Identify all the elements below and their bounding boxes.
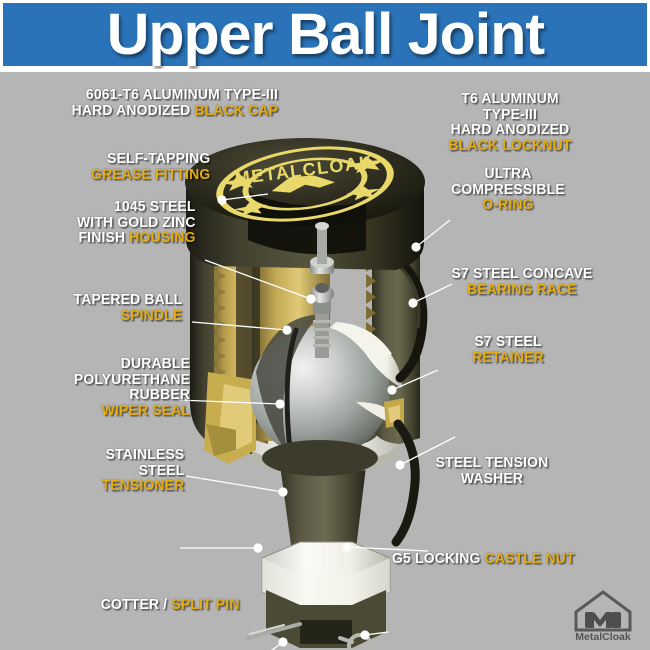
callout-line: T6 ALUMINUM (385, 91, 635, 108)
callout-line: HARD ANODIZED BLACK CAP (71, 102, 278, 120)
callout-highlight-text: BLACK CAP (194, 102, 278, 119)
callout-text: WITH GOLD ZINC (77, 214, 196, 231)
callout-text: DURABLE (120, 356, 190, 372)
callout-highlight-text: BEARING RACE (467, 281, 577, 298)
callout-line: SELF-TAPPING (91, 151, 210, 168)
callout-text: T6 ALUMINUM (461, 91, 559, 107)
callout-line: WITH GOLD ZINC (77, 214, 196, 232)
callout-line: STAINLESS (101, 447, 184, 464)
callout-line: COMPRESSIBLE (383, 181, 633, 199)
callout-highlight-text: SPINDLE (120, 307, 182, 324)
page-title: Upper Ball Joint (106, 1, 544, 67)
callout-text: SELF-TAPPING (106, 151, 210, 167)
callout-line: FINISH HOUSING (77, 230, 196, 247)
callout-text: S7 STEEL (474, 334, 542, 350)
svg-text:MetalCloak: MetalCloak (575, 631, 631, 642)
callout-line: HARD ANODIZED (385, 122, 635, 139)
callout-line: WASHER (367, 470, 617, 488)
callout-text: HARD ANODIZED (71, 102, 195, 119)
callout-text: POLYURETHANE (73, 371, 190, 388)
callout-text: STEEL (138, 462, 184, 479)
callout-line: 1045 STEEL (77, 199, 196, 216)
callout-highlight-text: SPLIT PIN (171, 597, 240, 613)
callout-line: BLACK LOCKNUT (385, 137, 635, 155)
callout-line: S7 STEEL (383, 334, 633, 351)
callout-line: WIPER SEAL (74, 402, 190, 420)
callout-highlight-text: RETAINER (472, 349, 544, 366)
callout-highlight-text: CASTLE NUT (484, 551, 575, 567)
callout-text: WASHER (460, 470, 524, 487)
callout-text: 6061-T6 ALUMINUM TYPE-III (85, 87, 278, 103)
callout-line: STEEL TENSION (367, 455, 617, 472)
callout-label-cotter-pin: COTTER / SPLIT PIN (95, 597, 240, 614)
callout-text: RUBBER (129, 387, 190, 403)
callout-text: STEEL TENSION (435, 455, 549, 471)
callout-line: POLYURETHANE (73, 371, 190, 389)
title-banner: Upper Ball Joint (0, 0, 650, 72)
callout-highlight-text: GREASE FITTING (90, 166, 210, 183)
callout-text: TYPE-III (482, 106, 538, 123)
callout-line: BEARING RACE (397, 281, 647, 299)
callout-text: COTTER / (101, 597, 172, 613)
callout-text: G5 LOCKING (392, 551, 485, 567)
callout-label-castle-nut: G5 LOCKING CASTLE NUT (392, 551, 582, 568)
callout-text: ULTRA (484, 166, 532, 182)
callout-line: SPINDLE (73, 307, 182, 325)
callout-line: RETAINER (383, 349, 633, 367)
callout-text: S7 STEEL CONCAVE (451, 266, 593, 282)
callout-line: S7 STEEL CONCAVE (397, 266, 647, 283)
callout-text: HARD ANODIZED (450, 122, 570, 138)
callout-highlight-text: HOUSING (129, 230, 196, 246)
callout-highlight-text: BLACK LOCKNUT (448, 137, 572, 154)
callout-line: G5 LOCKING CASTLE NUT (392, 551, 575, 568)
metalcloak-logo: MetalCloak (566, 586, 640, 643)
callout-line: DURABLE (74, 356, 190, 373)
callout-text: FINISH (78, 230, 130, 246)
callout-text: STAINLESS (105, 447, 184, 463)
callout-text: 1045 STEEL (114, 199, 196, 215)
callout-highlight-text: WIPER SEAL (101, 402, 190, 419)
callout-line: STEEL (101, 462, 184, 480)
callout-highlight-text: O-RING (482, 197, 534, 213)
callout-line: RUBBER (74, 387, 190, 404)
callout-line: O-RING (383, 197, 633, 214)
callout-text: COMPRESSIBLE (451, 181, 565, 198)
callout-line: TYPE-III (385, 106, 635, 124)
callout-highlight-text: TENSIONER (101, 478, 184, 494)
callout-line: ULTRA (383, 166, 633, 183)
callout-line: COTTER / SPLIT PIN (101, 597, 240, 614)
callout-line: TENSIONER (101, 478, 184, 495)
callout-line: GREASE FITTING (90, 166, 210, 184)
callout-line: 6061-T6 ALUMINUM TYPE-III (71, 87, 278, 104)
callout-line: TAPERED BALL (73, 292, 182, 309)
callout-text: TAPERED BALL (73, 292, 182, 308)
